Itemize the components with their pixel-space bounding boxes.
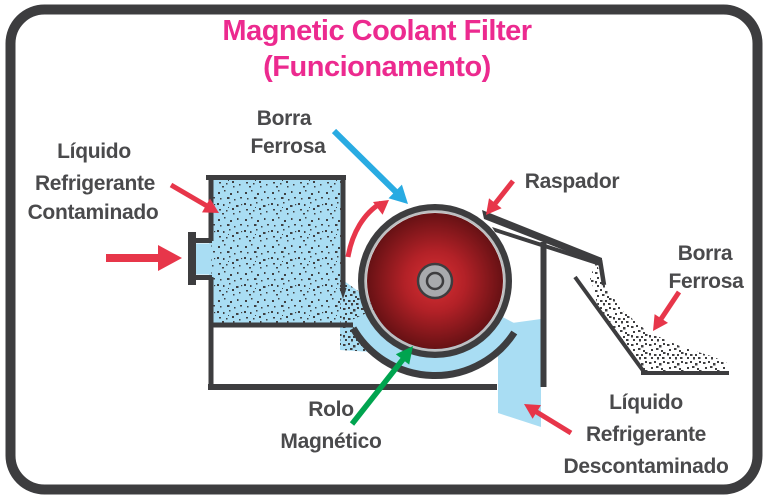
- svg-text:Descontaminado: Descontaminado: [564, 455, 729, 478]
- label-ferrous-sludge-right: Borra Ferrosa: [669, 242, 745, 293]
- roller-axle: [425, 271, 445, 291]
- svg-text:Contaminado: Contaminado: [28, 201, 159, 224]
- svg-text:Refrigerante: Refrigerante: [35, 172, 155, 195]
- diagram-frame-border: [5, 4, 763, 495]
- magnetic-roller: [358, 204, 512, 358]
- roller-label-arrow: [349, 346, 413, 426]
- label-magnetic-roller: Rolo Magnético: [280, 398, 381, 453]
- label-ferrous-sludge-top: Borra Ferrosa: [251, 107, 327, 158]
- diagram-title-line1: Magnetic Coolant Filter: [222, 15, 531, 47]
- svg-text:Magnético: Magnético: [280, 430, 381, 453]
- svg-text:Refrigerante: Refrigerante: [586, 423, 706, 446]
- scraper-blade: [482, 210, 607, 286]
- svg-text:Ferrosa: Ferrosa: [251, 135, 327, 158]
- inlet-flow-arrow: [106, 245, 182, 271]
- sludge-pointer-arrow-blue: [331, 128, 408, 204]
- housing-outline: [206, 175, 547, 390]
- roller-hub: [416, 262, 454, 300]
- roller-rotation-arrow: [345, 200, 389, 258]
- svg-text:Borra: Borra: [257, 107, 312, 130]
- scraper-label-arrow: [486, 179, 515, 215]
- ferrous-sludge-pile: [590, 262, 727, 371]
- svg-text:Rolo: Rolo: [308, 398, 353, 421]
- contaminated-label-arrow: [169, 182, 219, 213]
- label-contaminated-coolant: Líquido Refrigerante Contaminado: [28, 140, 159, 224]
- outlet-pipe: [498, 319, 541, 427]
- decontaminated-label-arrow: [524, 404, 573, 436]
- svg-text:Líquido: Líquido: [57, 140, 131, 163]
- sludge-right-label-arrow: [653, 290, 682, 331]
- svg-text:Líquido: Líquido: [609, 391, 683, 414]
- svg-text:Ferrosa: Ferrosa: [669, 270, 745, 293]
- diagram-title-line2: (Funcionamento): [263, 51, 491, 83]
- inlet-channel: [194, 243, 211, 275]
- svg-text:Raspador: Raspador: [525, 170, 620, 193]
- inlet-flange: [188, 232, 212, 285]
- coolant-tank: [209, 178, 343, 325]
- housing-arc: [350, 326, 518, 380]
- label-scraper: Raspador: [525, 170, 620, 193]
- label-decontaminated-coolant: Líquido Refrigerante Descontaminado: [564, 391, 729, 478]
- svg-text:Borra: Borra: [678, 242, 733, 265]
